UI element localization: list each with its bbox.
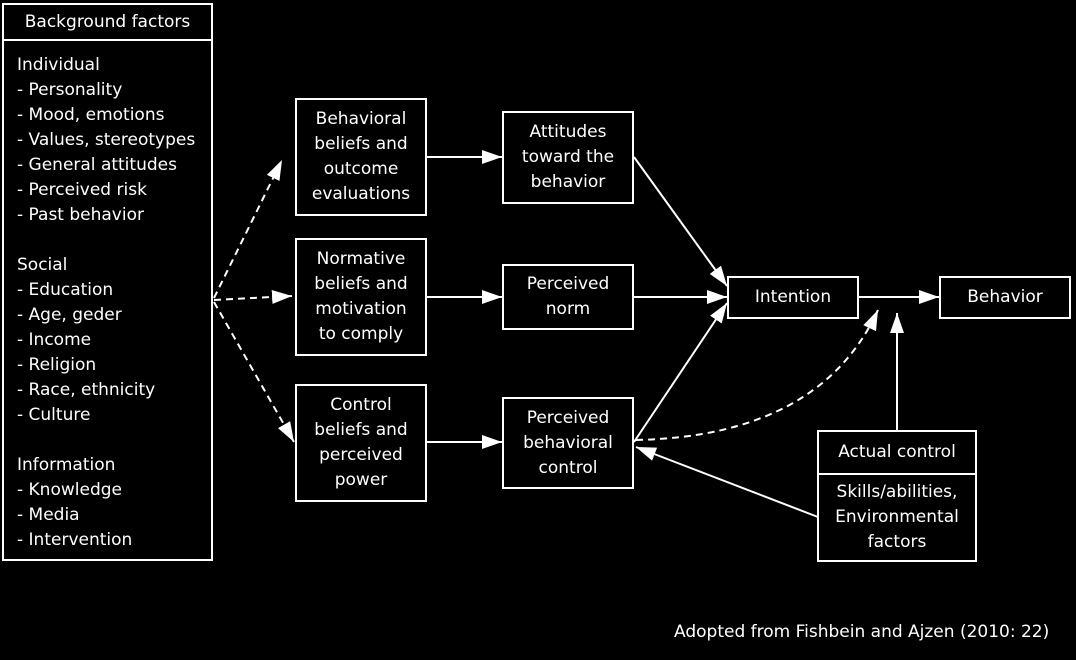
group-spacer	[17, 228, 211, 253]
list-item: - Intervention	[17, 530, 133, 550]
background-factors-list: Individual - Personality - Mood, emotion…	[2, 39, 213, 561]
actual-control-title-box: Actual control	[817, 430, 977, 475]
attitudes-box: Attitudes toward the behavior	[502, 111, 634, 204]
list-item: - Age, geder	[17, 305, 122, 325]
list-item: - Religion	[17, 355, 97, 375]
list-item: - Personality	[17, 80, 123, 100]
arrow-bg-to-control-beliefs	[213, 301, 295, 443]
arrow-bg-to-behavioral-beliefs	[213, 159, 283, 299]
control-beliefs-box: Control beliefs and perceived power	[295, 384, 427, 502]
source-citation: Adopted from Fishbein and Ajzen (2010: 2…	[674, 622, 1050, 642]
group-title-individual: Individual	[17, 55, 100, 75]
list-item: - Culture	[17, 405, 91, 425]
list-item: - Education	[17, 280, 114, 300]
list-item: - Race, ethnicity	[17, 380, 156, 400]
group-title-information: Information	[17, 455, 116, 475]
intention-box: Intention	[727, 276, 859, 319]
arrow-actual-control-to-pbc	[635, 446, 819, 518]
list-item: - Media	[17, 505, 80, 525]
perceived-behavioral-control-box: Perceived behavioral control	[502, 397, 634, 489]
behavioral-beliefs-box: Behavioral beliefs and outcome evaluatio…	[295, 98, 427, 216]
list-item: - General attitudes	[17, 155, 177, 175]
actual-control-body-box: Skills/abilities, Environmental factors	[817, 473, 977, 562]
list-item: - Mood, emotions	[17, 105, 165, 125]
list-item: - Past behavior	[17, 205, 144, 225]
arrow-bg-to-normative-beliefs	[213, 290, 293, 305]
behavior-box: Behavior	[939, 276, 1071, 319]
list-item: - Perceived risk	[17, 180, 147, 200]
list-item: - Values, stereotypes	[17, 130, 196, 150]
arrow-attitudes-to-intention	[633, 156, 728, 287]
group-spacer	[17, 428, 211, 453]
perceived-norm-box: Perceived norm	[502, 264, 634, 330]
list-item: - Income	[17, 330, 92, 350]
arrow-pbc-to-intention	[633, 302, 728, 443]
arrow-pbc-to-behavior-link	[635, 309, 879, 441]
list-item: - Knowledge	[17, 480, 122, 500]
group-title-social: Social	[17, 255, 68, 275]
background-factors-header: Background factors	[2, 3, 213, 41]
normative-beliefs-box: Normative beliefs and motivation to comp…	[295, 238, 427, 356]
